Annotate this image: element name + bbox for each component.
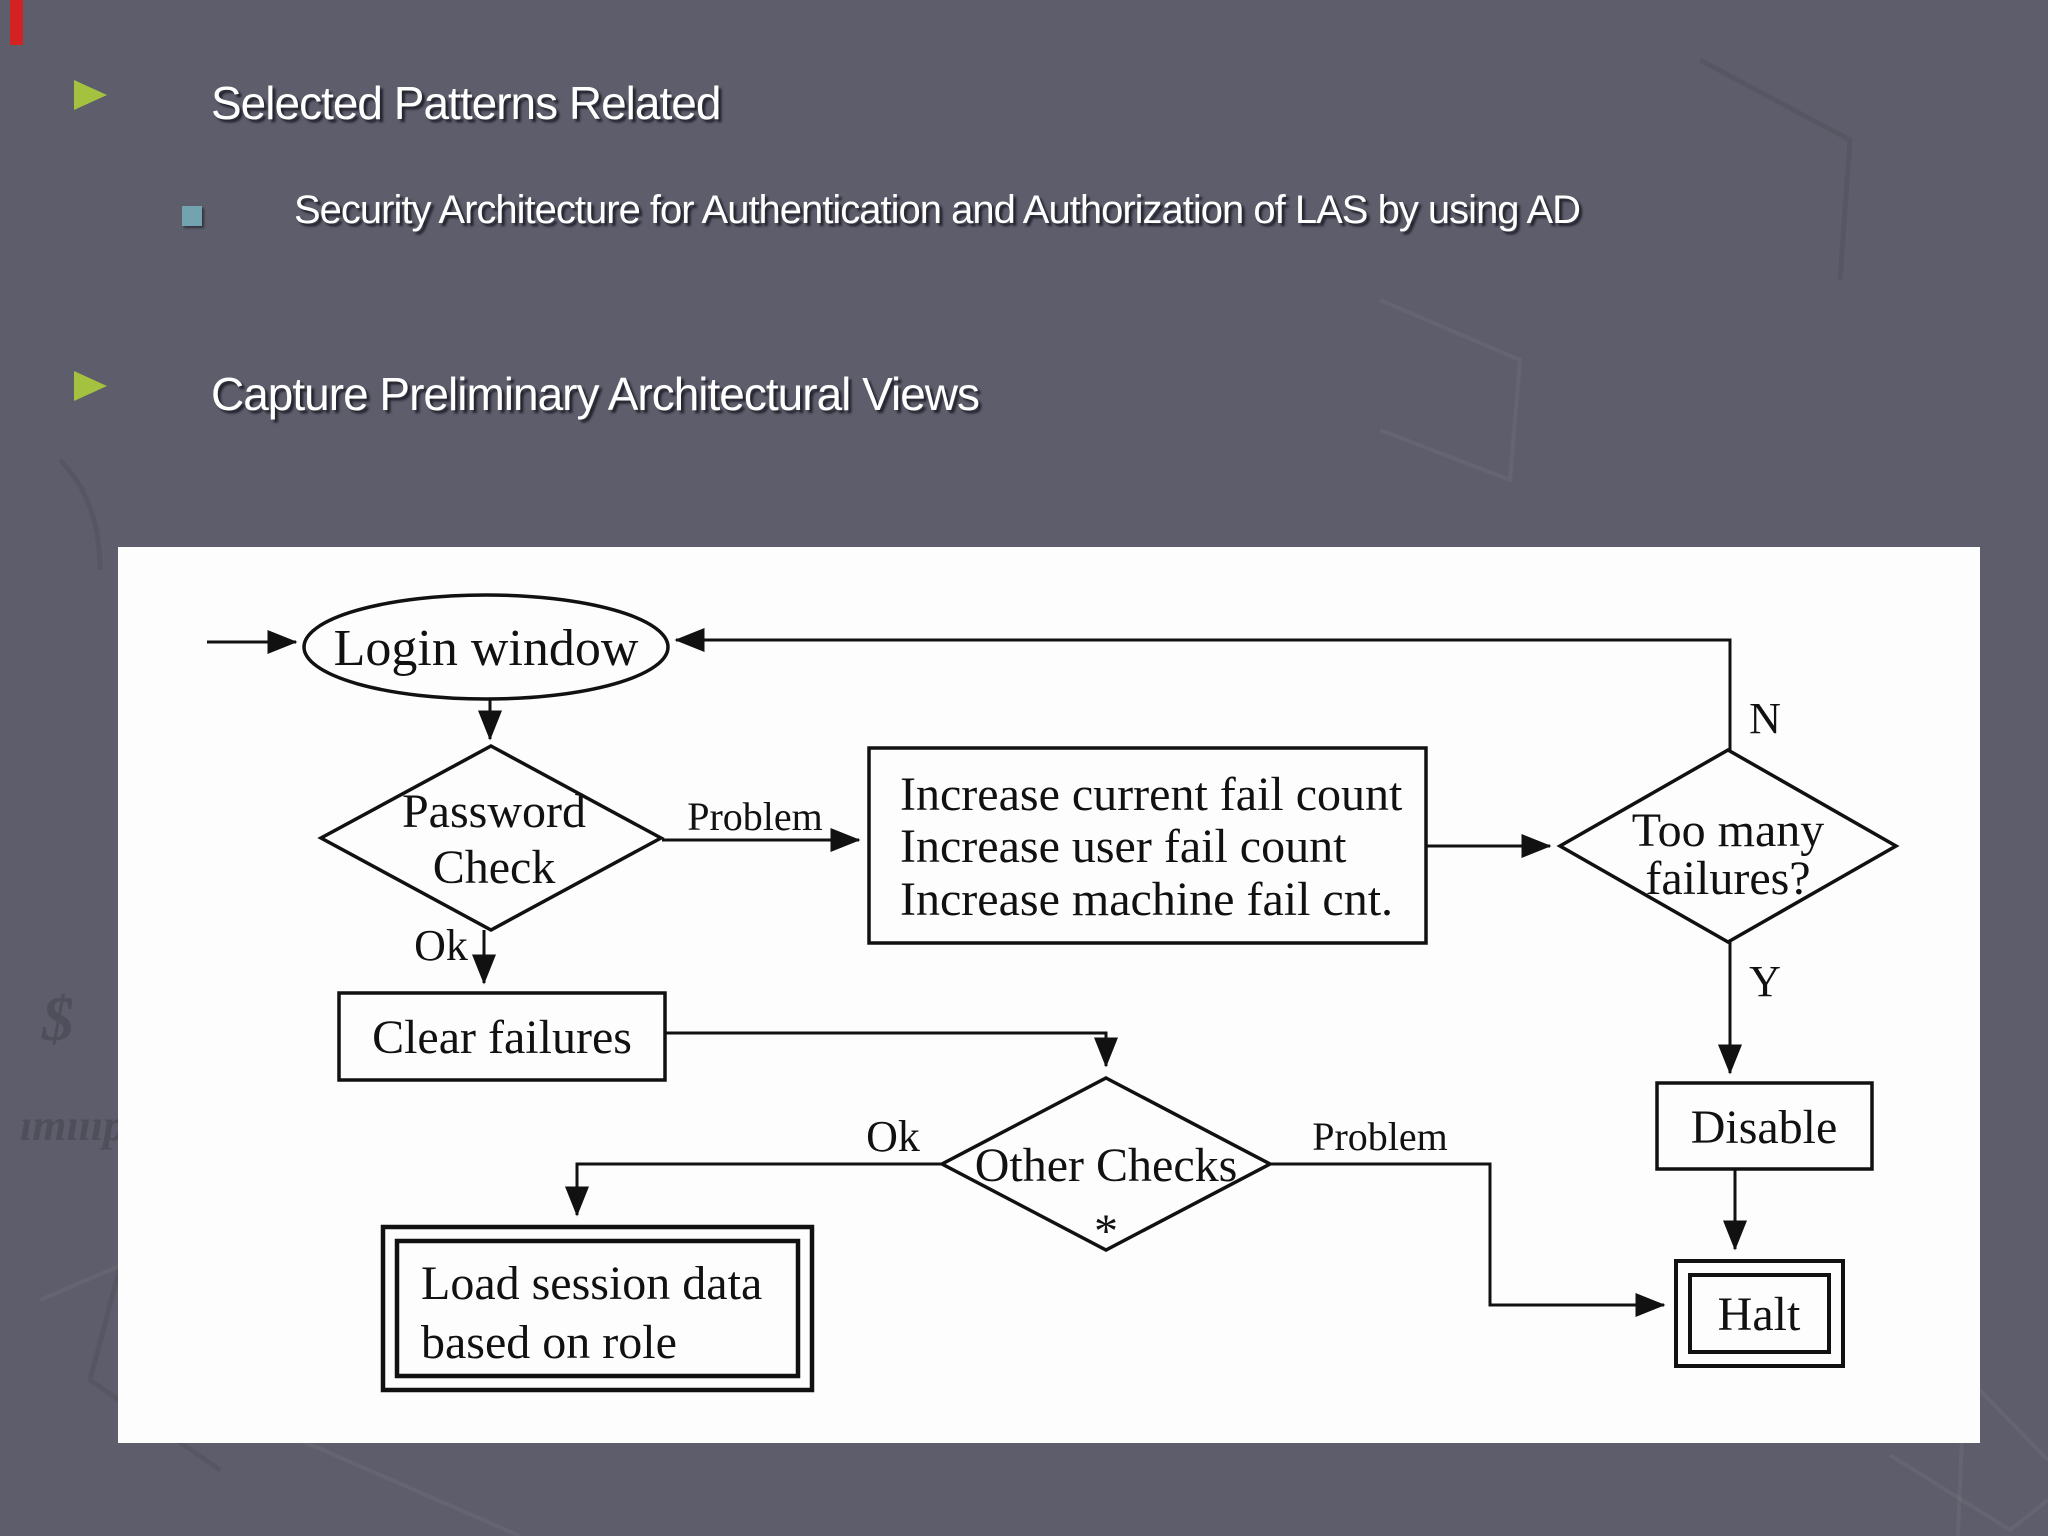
svg-text:$: $ (41, 983, 74, 1054)
node-login-window-shape (302, 593, 670, 701)
node-password-check-label-2: Check (433, 841, 556, 894)
node-clear-failures-label: Clear failures (372, 1011, 632, 1064)
corner-red-mark (10, 0, 23, 45)
edge-toomany-n-to-login (674, 628, 1732, 750)
node-other-checks-label-1: Other Checks (975, 1139, 1238, 1192)
node-load-session-label-2: based on role (421, 1316, 677, 1369)
node-too-many-failures-shape (1556, 747, 1900, 945)
node-login-window-label: Login window (334, 620, 639, 677)
node-password-check-shape (317, 744, 665, 932)
edge-otherchecks-ok-to-load (565, 1162, 942, 1217)
sub-bullet-label: Security Architecture for Authentication… (294, 188, 1581, 232)
bullet-item-1: Selected Patterns Related (74, 77, 721, 129)
flowchart-svg: Login window Password Check Too many fai… (207, 593, 1900, 1393)
edge-label-n: N (1749, 694, 1781, 743)
bullet-1-label: Selected Patterns Related (211, 77, 721, 129)
bullet-arrow-icon (74, 371, 107, 401)
node-increase-counts-shape (867, 746, 1428, 945)
node-increase-label-1: Increase current fail count (900, 768, 1403, 821)
sub-bullet-square-icon (182, 206, 202, 226)
node-increase-label-3: Increase machine fail cnt. (900, 873, 1393, 926)
node-disable-shape (1655, 1081, 1874, 1171)
node-clear-failures-shape (337, 991, 667, 1082)
edge-otherchecks-problem-to-halt (1270, 1162, 1666, 1317)
bullet-arrow-icon (74, 80, 107, 110)
svg-text:ımıııp: ımıııp (20, 1101, 125, 1150)
node-halt-label: Halt (1718, 1288, 1801, 1341)
bullet-2-label: Capture Preliminary Architectural Views (211, 368, 980, 420)
node-load-session-inner-border (394, 1238, 801, 1379)
node-load-session-label-1: Load session data (421, 1257, 762, 1310)
node-other-checks-label-2: * (1094, 1205, 1118, 1258)
node-disable-label: Disable (1691, 1101, 1838, 1154)
edge-label-problem-2: Problem (1312, 1114, 1448, 1159)
node-halt-inner-border (1688, 1273, 1831, 1354)
edge-label-problem-1: Problem (687, 794, 823, 839)
flowchart-panel: Login window Password Check Too many fai… (118, 547, 1980, 1443)
node-too-many-label-2: failures? (1645, 852, 1810, 905)
edge-label-y: Y (1749, 957, 1781, 1006)
edge-label-ok-1: Ok (414, 921, 468, 970)
edge-clear-to-otherchecks (665, 1031, 1118, 1068)
edge-label-ok-2: Ok (866, 1112, 920, 1161)
node-too-many-label-1: Too many (1632, 804, 1825, 857)
node-increase-label-2: Increase user fail count (900, 820, 1347, 873)
node-other-checks-shape (938, 1076, 1274, 1252)
node-password-check-label-1: Password (402, 785, 586, 838)
bullet-item-2: Capture Preliminary Architectural Views (74, 368, 980, 420)
